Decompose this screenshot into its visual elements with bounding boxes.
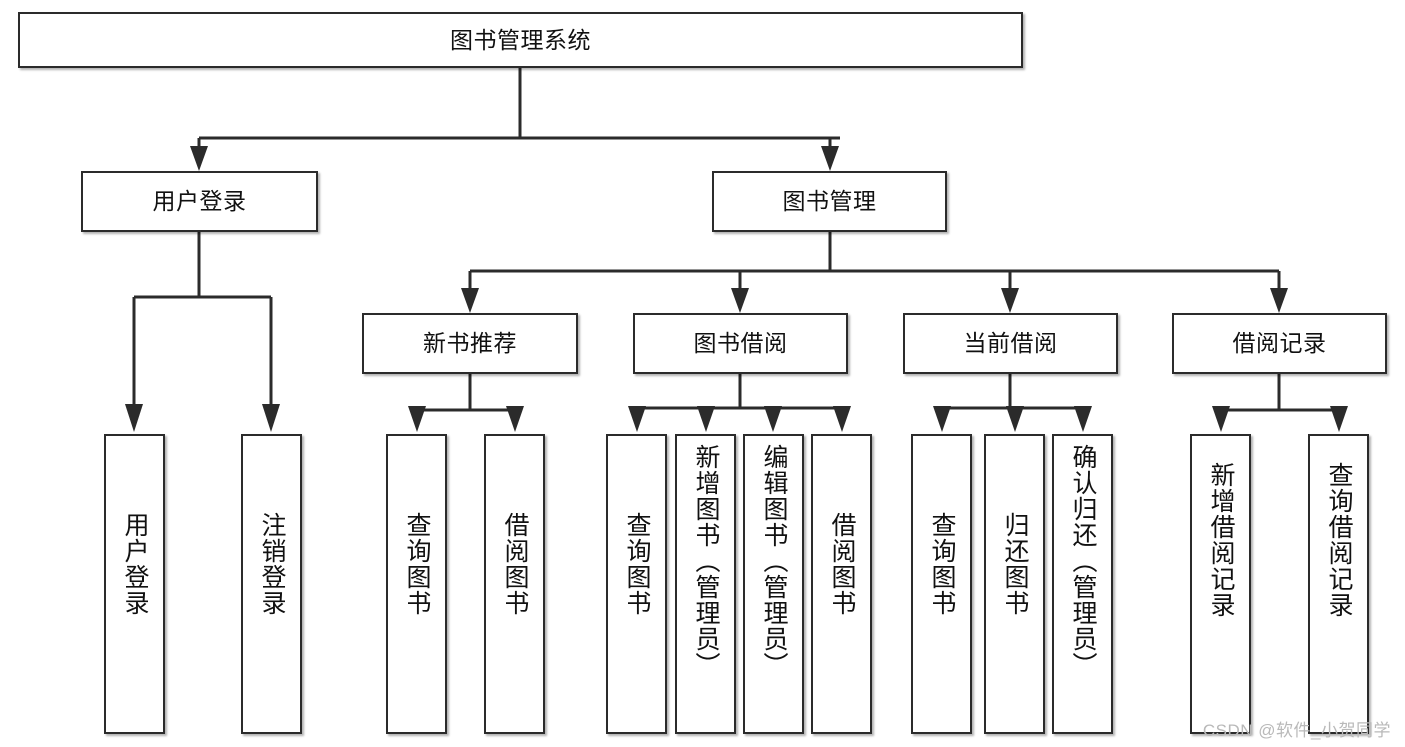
- node-root[interactable]: 图书管理系统: [18, 12, 1023, 68]
- leaf-query-books-recommendation[interactable]: 查询图书: [386, 434, 447, 734]
- arrowhead-newbook: [461, 288, 479, 313]
- arrowhead-borrow: [731, 288, 749, 313]
- arrowhead-leaf-10: [1006, 406, 1024, 432]
- leaf-return-books-label: 归还图书: [1001, 512, 1029, 616]
- arrowhead-leaf-5: [628, 406, 646, 432]
- node-current-borrowing-label: 当前借阅: [963, 330, 1058, 357]
- leaf-query-books-recommendation-label: 查询图书: [403, 512, 431, 616]
- leaf-user-login-label: 用户登录: [121, 512, 149, 616]
- leaf-add-book-admin[interactable]: 新增图书（管理员）: [675, 434, 736, 734]
- leaf-logout-label: 注销登录: [258, 512, 286, 616]
- arrowhead-leaf-12: [1212, 406, 1230, 432]
- watermark-text: CSDN @软件_小贺同学: [1202, 721, 1391, 740]
- leaf-query-books-borrowing[interactable]: 查询图书: [606, 434, 667, 734]
- leaf-edit-book-admin-label: 编辑图书（管理员）: [760, 444, 788, 678]
- node-user-login-label: 用户登录: [152, 188, 247, 215]
- arrowhead-user-login: [190, 146, 208, 171]
- arrowhead-record: [1270, 288, 1288, 313]
- arrowhead-leaf-11: [1074, 406, 1092, 432]
- leaf-borrow-books-borrowing[interactable]: 借阅图书: [811, 434, 872, 734]
- node-current-borrowing[interactable]: 当前借阅: [903, 313, 1118, 374]
- leaf-borrow-books-borrowing-label: 借阅图书: [828, 512, 856, 616]
- leaf-borrow-books-recommendation-label: 借阅图书: [501, 512, 529, 616]
- leaf-return-books[interactable]: 归还图书: [984, 434, 1045, 734]
- node-root-label: 图书管理系统: [450, 26, 591, 53]
- arrowhead-leaf-4: [506, 406, 524, 432]
- arrowhead-leaf-8: [833, 406, 851, 432]
- leaf-edit-book-admin[interactable]: 编辑图书（管理员）: [743, 434, 804, 734]
- leaf-user-login[interactable]: 用户登录: [104, 434, 165, 734]
- leaf-confirm-return-admin[interactable]: 确认归还（管理员）: [1052, 434, 1113, 734]
- arrowhead-leaf-6: [697, 406, 715, 432]
- leaf-query-books-borrowing-label: 查询图书: [623, 512, 651, 616]
- leaf-add-book-admin-label: 新增图书（管理员）: [692, 444, 720, 678]
- leaf-borrow-books-recommendation[interactable]: 借阅图书: [484, 434, 545, 734]
- leaf-add-borrow-record-label: 新增借阅记录: [1207, 462, 1235, 618]
- arrowhead-leaf-3: [408, 406, 426, 432]
- arrowhead-leaf-2: [262, 404, 280, 432]
- arrowhead-leaf-9: [933, 406, 951, 432]
- node-book-management-label: 图书管理: [782, 188, 877, 215]
- leaf-logout[interactable]: 注销登录: [241, 434, 302, 734]
- node-new-book-recommendation-label: 新书推荐: [423, 330, 517, 357]
- node-book-management[interactable]: 图书管理: [712, 171, 947, 232]
- arrowhead-current: [1001, 288, 1019, 313]
- arrowhead-leaf-13: [1330, 406, 1348, 432]
- leaf-confirm-return-admin-label: 确认归还（管理员）: [1069, 444, 1097, 678]
- node-user-login[interactable]: 用户登录: [81, 171, 318, 232]
- arrowhead-leaf-7: [764, 406, 782, 432]
- node-book-borrowing-label: 图书借阅: [693, 330, 788, 357]
- leaf-query-borrow-record[interactable]: 查询借阅记录: [1308, 434, 1369, 734]
- leaf-query-books-current-label: 查询图书: [928, 512, 956, 616]
- node-book-borrowing[interactable]: 图书借阅: [633, 313, 848, 374]
- node-new-book-recommendation[interactable]: 新书推荐: [362, 313, 578, 374]
- leaf-query-borrow-record-label: 查询借阅记录: [1325, 462, 1353, 618]
- leaf-add-borrow-record[interactable]: 新增借阅记录: [1190, 434, 1251, 734]
- arrowhead-leaf-1: [125, 404, 143, 432]
- node-borrow-records-label: 借阅记录: [1232, 330, 1327, 357]
- node-borrow-records[interactable]: 借阅记录: [1172, 313, 1387, 374]
- arrowhead-book-mgmt: [821, 146, 839, 171]
- leaf-query-books-current[interactable]: 查询图书: [911, 434, 972, 734]
